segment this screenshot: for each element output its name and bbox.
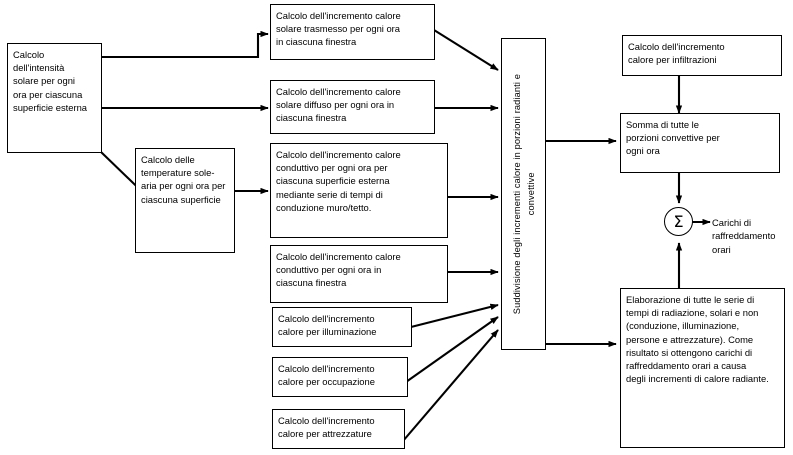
node-solar-transmitted[interactable]: Calcolo dell'incremento calore solare tr… <box>270 4 435 60</box>
node-conductive-window-label: Calcolo dell'incremento calore conduttiv… <box>276 251 401 289</box>
edge-transmitted-to-splitter <box>433 29 499 71</box>
node-convective-sum-label: Somma di tutte le porzioni convettive pe… <box>626 119 720 157</box>
node-convective-sum[interactable]: Somma di tutte le porzioni convettive pe… <box>620 113 780 173</box>
node-summation[interactable]: Σ <box>664 207 693 236</box>
summation-symbol: Σ <box>673 211 684 231</box>
node-conductive-wall-label: Calcolo dell'incremento calore conduttiv… <box>276 149 401 213</box>
node-solar-diffuse[interactable]: Calcolo dell'incremento calore solare di… <box>270 80 435 134</box>
node-equipment[interactable]: Calcolo dell'incremento calore per attre… <box>272 409 405 449</box>
node-equipment-label: Calcolo dell'incremento calore per attre… <box>278 415 375 440</box>
node-sol-air-temperature[interactable]: Calcolo delle temperature sole- aria per… <box>135 148 235 253</box>
node-solar-intensity[interactable]: Calcolo dell'intensità solare per ogni o… <box>7 43 102 153</box>
output-label: Carichi di raffreddamento orari <box>712 203 792 256</box>
node-sol-air-temperature-label: Calcolo delle temperature sole- aria per… <box>141 154 226 205</box>
node-occupancy[interactable]: Calcolo dell'incremento calore per occup… <box>272 357 408 397</box>
node-radiant-processing-label: Elaborazione di tutte le serie di tempi … <box>626 294 769 385</box>
node-splitter[interactable]: Suddivisione degli incrementi calore in … <box>501 38 546 350</box>
node-infiltration-label: Calcolo dell'incremento calore per infil… <box>628 41 725 66</box>
edge-intensity-to-transmitted <box>101 30 269 59</box>
edge-equipment-to-splitter <box>402 329 499 442</box>
node-occupancy-label: Calcolo dell'incremento calore per occup… <box>278 363 375 388</box>
node-solar-diffuse-label: Calcolo dell'incremento calore solare di… <box>276 86 401 124</box>
edge-lighting-to-splitter <box>410 303 499 329</box>
node-infiltration[interactable]: Calcolo dell'incremento calore per infil… <box>622 35 782 76</box>
node-lighting[interactable]: Calcolo dell'incremento calore per illum… <box>272 307 412 347</box>
node-conductive-window[interactable]: Calcolo dell'incremento calore conduttiv… <box>270 245 448 303</box>
edge-occupancy-to-splitter <box>405 316 499 383</box>
node-solar-transmitted-label: Calcolo dell'incremento calore solare tr… <box>276 10 401 48</box>
output-label-text: Carichi di raffreddamento orari <box>712 217 776 255</box>
node-splitter-label: Suddivisione degli incrementi calore in … <box>511 73 536 315</box>
node-radiant-processing[interactable]: Elaborazione di tutte le serie di tempi … <box>620 288 785 448</box>
node-conductive-wall[interactable]: Calcolo dell'incremento calore conduttiv… <box>270 143 448 238</box>
node-solar-intensity-label: Calcolo dell'intensità solare per ogni o… <box>13 49 87 113</box>
node-lighting-label: Calcolo dell'incremento calore per illum… <box>278 313 377 338</box>
